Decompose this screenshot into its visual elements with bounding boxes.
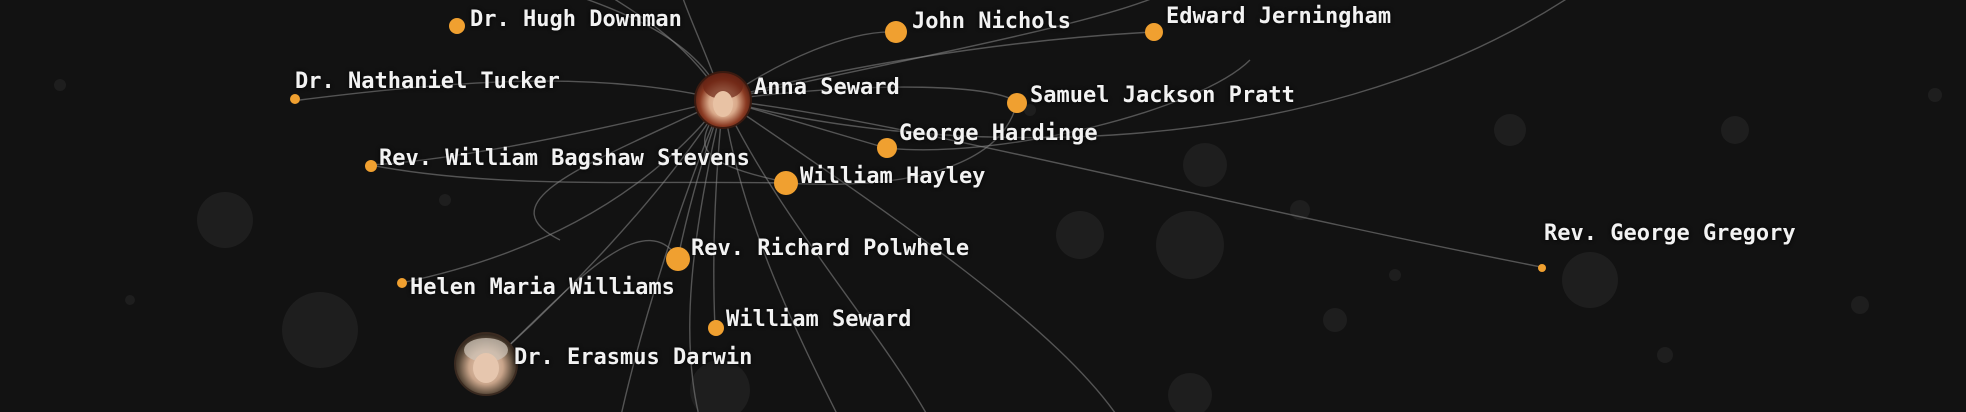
node-dot[interactable] (774, 171, 798, 195)
node-label[interactable]: Dr. Erasmus Darwin (514, 345, 752, 370)
node-george-gregory[interactable]: Rev. George Gregory (1538, 221, 1796, 272)
node-william-bagshaw-stevens[interactable]: Rev. William Bagshaw Stevens (365, 146, 750, 172)
node-label[interactable]: John Nichols (912, 9, 1071, 34)
node-dot[interactable] (708, 320, 724, 336)
node-label[interactable]: Helen Maria Williams (410, 275, 675, 300)
node-label[interactable]: George Hardinge (899, 121, 1098, 146)
node-label[interactable]: William Hayley (800, 164, 985, 189)
portrait-ring (454, 332, 518, 396)
node-william-hayley[interactable]: William Hayley (774, 164, 985, 195)
node-label[interactable]: Anna Seward (754, 75, 900, 100)
portrait-wig-shape (464, 338, 508, 362)
node-dot[interactable] (1538, 264, 1546, 272)
node-edward-jerningham[interactable]: Edward Jerningham (1145, 4, 1391, 41)
node-john-nichols[interactable]: John Nichols (885, 9, 1071, 43)
node-label[interactable]: Samuel Jackson Pratt (1030, 83, 1295, 108)
node-anna-seward[interactable]: Anna Seward (694, 71, 900, 129)
portrait-face-shape (473, 353, 499, 383)
edge-layer (299, 0, 1566, 412)
node-hugh-downman[interactable]: Dr. Hugh Downman (449, 7, 682, 34)
node-dot[interactable] (365, 160, 377, 172)
node-label[interactable]: Edward Jerningham (1166, 4, 1391, 29)
node-dot[interactable] (1007, 93, 1027, 113)
node-label[interactable]: Rev. George Gregory (1544, 221, 1796, 246)
portrait-hair-shape (703, 73, 743, 99)
node-dot[interactable] (397, 278, 407, 288)
node-dot[interactable] (290, 94, 300, 104)
node-erasmus-darwin[interactable]: Dr. Erasmus Darwin (454, 332, 752, 396)
node-label[interactable]: Rev. William Bagshaw Stevens (379, 146, 750, 171)
node-dot[interactable] (666, 247, 690, 271)
node-label[interactable]: William Seward (726, 307, 911, 332)
node-nathaniel-tucker[interactable]: Dr. Nathaniel Tucker (290, 69, 560, 104)
portrait-ring (694, 71, 752, 129)
node-dot[interactable] (1145, 23, 1163, 41)
node-label[interactable]: Dr. Nathaniel Tucker (295, 69, 560, 94)
node-dot[interactable] (449, 18, 465, 34)
node-samuel-jackson-pratt[interactable]: Samuel Jackson Pratt (1007, 83, 1295, 113)
node-label[interactable]: Dr. Hugh Downman (470, 7, 682, 32)
node-label[interactable]: Rev. Richard Polwhele (691, 236, 969, 261)
node-richard-polwhele[interactable]: Rev. Richard Polwhele (666, 236, 969, 271)
node-william-seward[interactable]: William Seward (708, 307, 911, 336)
node-george-hardinge[interactable]: George Hardinge (877, 121, 1098, 158)
portrait-face-shape (713, 91, 733, 117)
node-helen-maria-williams[interactable]: Helen Maria Williams (397, 275, 675, 300)
node-dot[interactable] (885, 21, 907, 43)
background-dust (54, 79, 1942, 412)
node-dot[interactable] (877, 138, 897, 158)
